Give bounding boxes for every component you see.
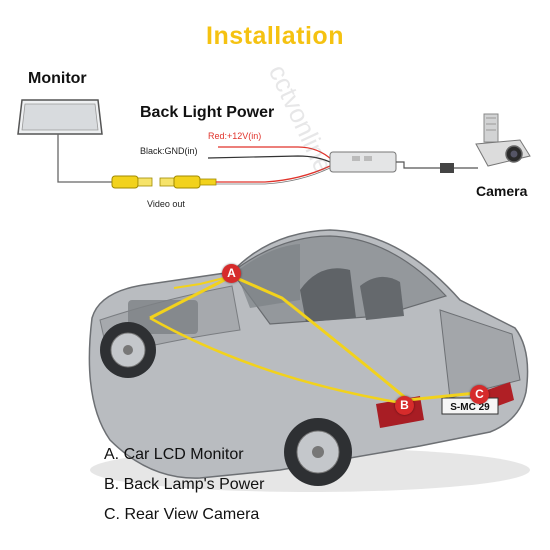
video-cable	[216, 165, 331, 183]
red-wire-label: Red:+12V(in)	[208, 131, 262, 141]
camera-icon	[475, 113, 531, 167]
front-wheel	[100, 322, 156, 378]
license-plate: S-MC 29	[450, 402, 490, 413]
marker-a: A	[222, 264, 241, 283]
rca-connector-icon	[111, 175, 217, 189]
diagram-title: Installation	[206, 22, 344, 50]
marker-b: B	[395, 396, 414, 415]
black-ground-wire	[207, 155, 333, 164]
monitor-label: Monitor	[28, 70, 87, 87]
wiring-route-line	[149, 274, 487, 402]
back-light-power-label: Back Light Power	[140, 104, 275, 121]
black-wire-label: Black:GND(in)	[140, 146, 198, 156]
red-power-wire	[218, 146, 333, 161]
legend-item-camera: C. Rear View Camera	[104, 506, 260, 523]
monitor-icon	[17, 99, 103, 135]
legend-item-power: B. Back Lamp's Power	[104, 476, 265, 493]
monitor-cable	[57, 134, 112, 183]
video-out-label: Video out	[147, 199, 185, 209]
camera-label: Camera	[476, 183, 528, 199]
camera-cable	[396, 161, 440, 169]
legend-item-monitor: A. Car LCD Monitor	[104, 446, 244, 463]
rear-wheel	[284, 418, 352, 486]
marker-c: C	[470, 385, 489, 404]
control-box-icon	[329, 151, 397, 173]
